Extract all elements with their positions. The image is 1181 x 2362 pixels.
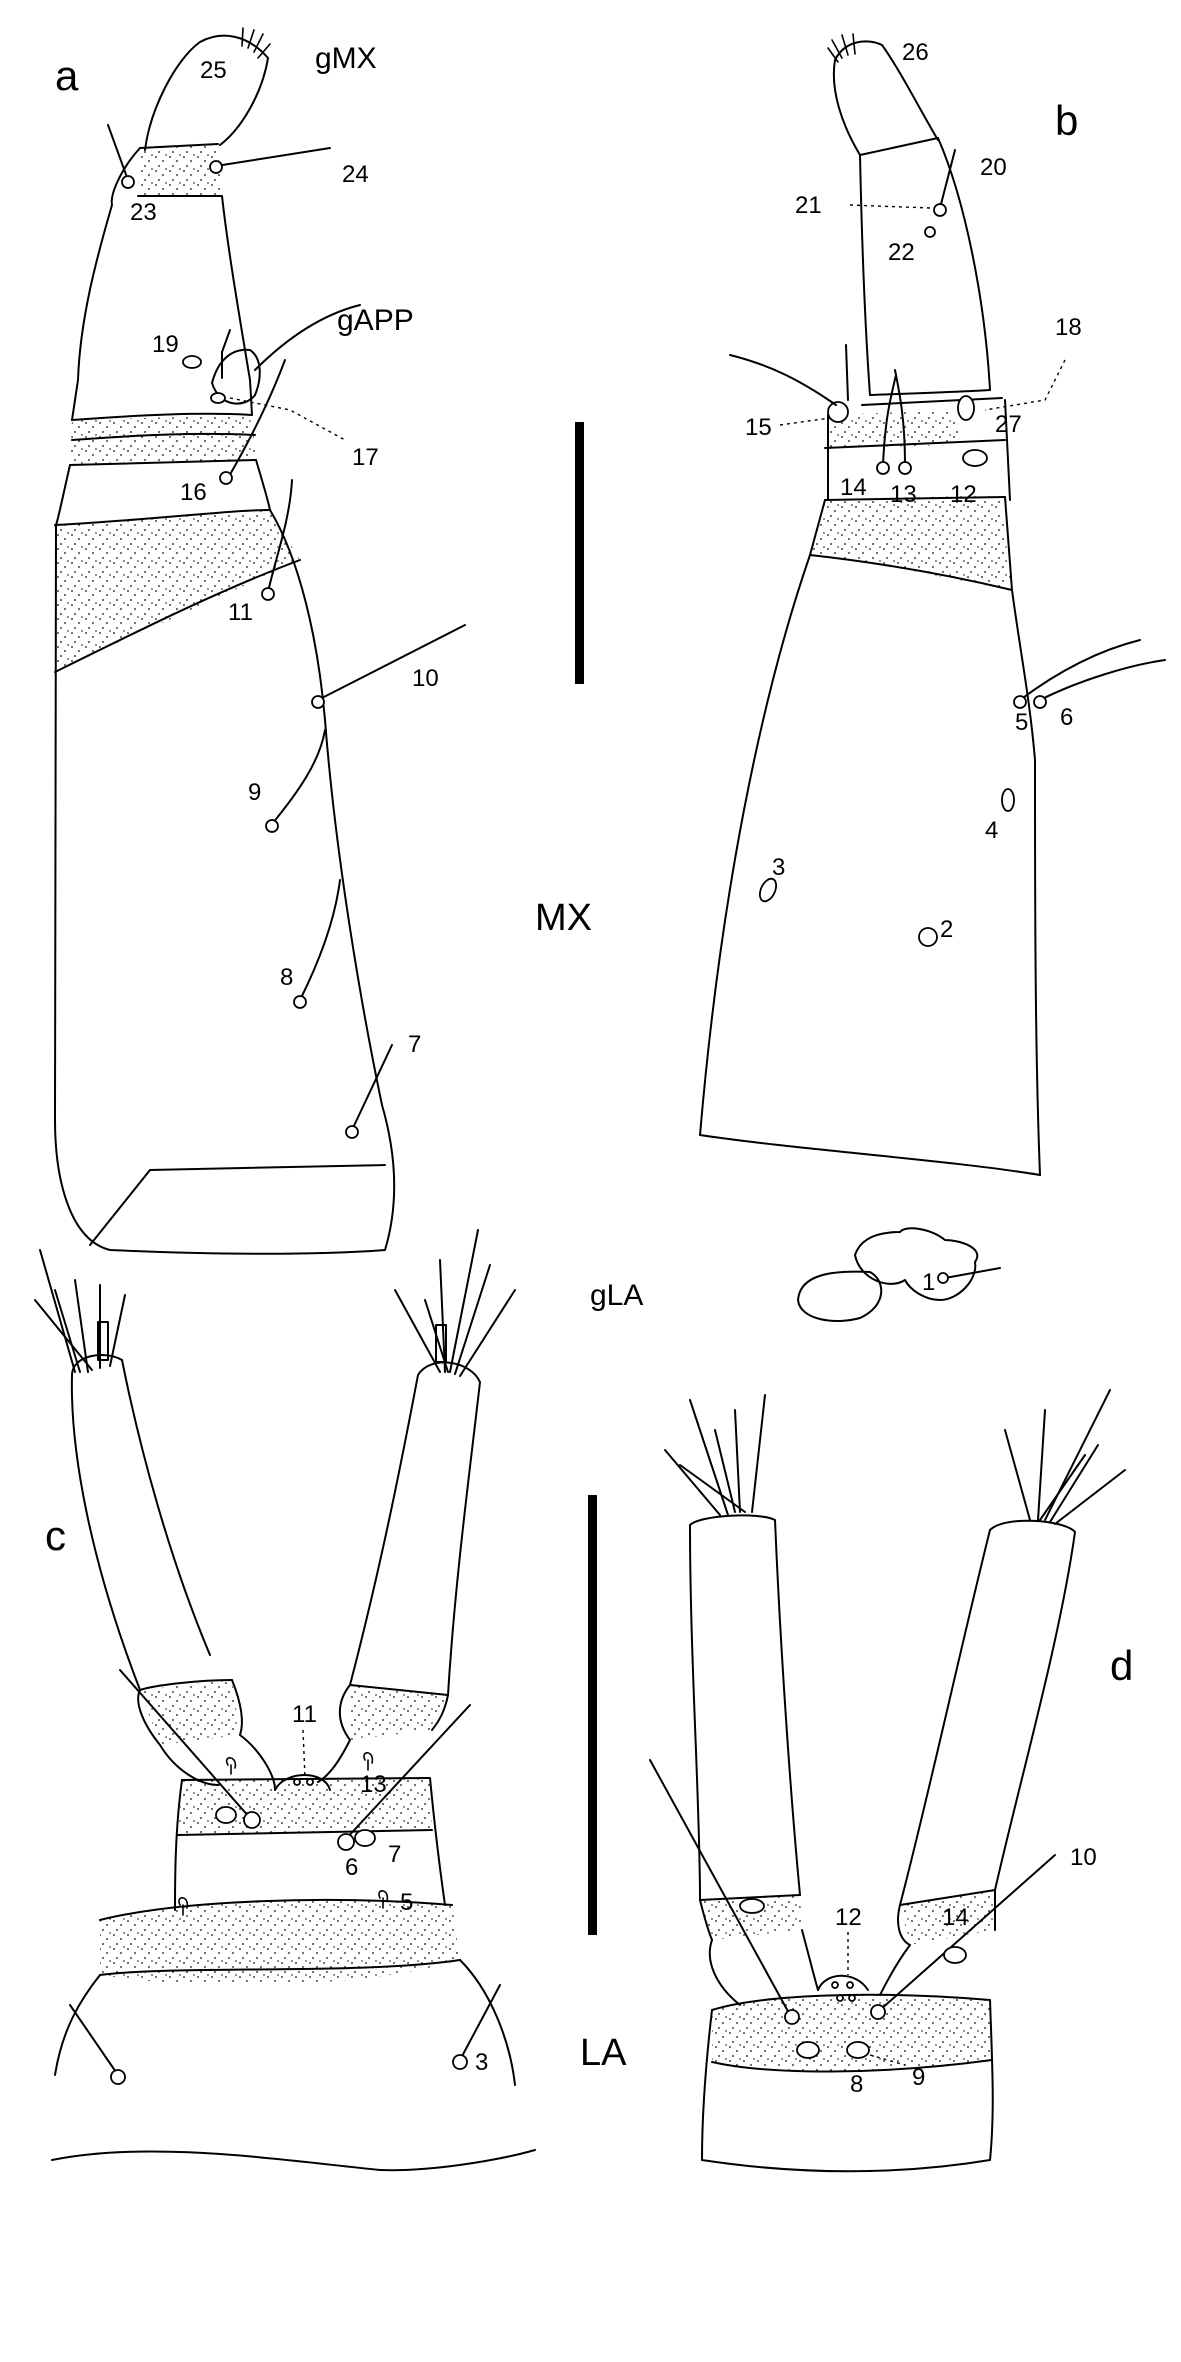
setae-number: 8 — [850, 2071, 863, 2098]
setae-number: 9 — [248, 779, 261, 806]
setae-number: 4 — [985, 817, 998, 844]
setae-number: 13 — [890, 481, 917, 508]
setae-number: 5 — [400, 1889, 413, 1916]
setae-number: 15 — [745, 414, 772, 441]
setae-number: 3 — [772, 854, 785, 881]
setae-number: 6 — [345, 1854, 358, 1881]
setae-number: 14 — [942, 1904, 969, 1931]
setae-number: 16 — [180, 479, 207, 506]
setae-number: 18 — [1055, 314, 1082, 341]
panel-letter-a: a — [55, 52, 79, 99]
label-LA: LA — [580, 2032, 627, 2074]
label-gLA: gLA — [590, 1279, 643, 1312]
setae-number: 2 — [940, 916, 953, 943]
setae-number: 17 — [352, 444, 379, 471]
setae-number: 24 — [342, 161, 369, 188]
setae-number: 12 — [950, 481, 977, 508]
setae-number: 20 — [980, 154, 1007, 181]
scale-bar-top — [575, 422, 584, 684]
panel-letter-d: d — [1110, 1642, 1133, 1689]
setae-number: 1 — [922, 1269, 935, 1296]
panel-letter-b: b — [1055, 97, 1078, 144]
setae-number: 9 — [912, 2064, 925, 2091]
setae-number: 13 — [360, 1771, 387, 1798]
setae-number: 23 — [130, 199, 157, 226]
setae-number: 3 — [475, 2049, 488, 2076]
panel-c: c — [34, 1229, 536, 2172]
setae-number: 19 — [152, 331, 179, 358]
setae-number: 7 — [408, 1031, 421, 1058]
label-MX: MX — [535, 897, 592, 939]
setae-number: 12 — [835, 1904, 862, 1931]
panel-d: d — [649, 1389, 1133, 2173]
setae-number: 8 — [280, 964, 293, 991]
setae-number: 26 — [902, 39, 929, 66]
panel-letter-c: c — [45, 1512, 66, 1559]
setae-number: 27 — [995, 411, 1022, 438]
setae-number: 10 — [1070, 1844, 1097, 1871]
setae-number: 11 — [292, 1701, 317, 1728]
label-gMX: gMX — [315, 42, 377, 75]
setae-number: 21 — [795, 192, 822, 219]
setae-number: 7 — [388, 1841, 401, 1868]
panel-a: a gMX gAPP — [54, 27, 466, 1255]
setae-number: 11 — [228, 599, 253, 626]
setae-number: 14 — [840, 474, 867, 501]
setae-number: 22 — [888, 239, 915, 266]
setae-number: 5 — [1015, 709, 1028, 736]
scale-bar-bottom — [588, 1495, 597, 1935]
panel-b: b — [699, 33, 1166, 1322]
label-gAPP: gAPP — [337, 304, 414, 337]
setae-number: 25 — [200, 57, 227, 84]
setae-number: 10 — [412, 665, 439, 692]
setae-number: 6 — [1060, 704, 1073, 731]
